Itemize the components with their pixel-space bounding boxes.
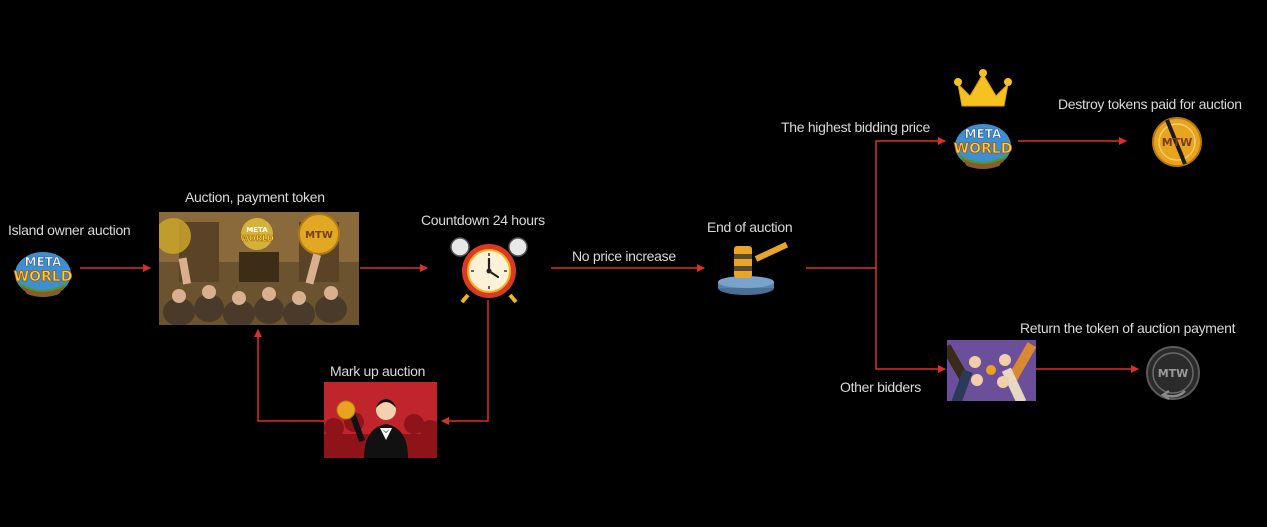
gavel-icon: [718, 242, 789, 295]
svg-text:META: META: [965, 127, 1002, 141]
svg-text:MTW: MTW: [1162, 136, 1193, 149]
svg-text:WORLD: WORLD: [240, 234, 274, 243]
crown-icon: [954, 69, 1012, 107]
metaworld-logo-icon: META WORLD: [13, 252, 73, 297]
auctioneer-image: [324, 382, 437, 458]
label-island-owner: Island owner auction: [8, 222, 131, 238]
burning-coin-icon: MTW: [1152, 117, 1202, 167]
return-token-icon: MTW: [1146, 346, 1200, 401]
label-mark-up: Mark up auction: [330, 363, 426, 379]
bidding-hands-image: [947, 340, 1036, 401]
svg-text:WORLD: WORLD: [14, 269, 73, 285]
svg-text:MTW: MTW: [305, 230, 333, 241]
label-auction-payment: Auction, payment token: [185, 189, 325, 205]
svg-text:WORLD: WORLD: [954, 141, 1013, 157]
label-other-bidders: Other bidders: [840, 379, 921, 395]
svg-text:MTW: MTW: [1158, 367, 1189, 380]
label-highest-bid: The highest bidding price: [781, 119, 930, 135]
arrow-end-to-highest: [806, 137, 946, 269]
alarm-clock-icon: [450, 237, 528, 303]
svg-text:META: META: [25, 255, 62, 269]
label-end-of-auction: End of auction: [707, 219, 793, 235]
metaworld-winner-logo-icon: META WORLD: [953, 124, 1013, 169]
label-countdown: Countdown 24 hours: [421, 212, 545, 228]
label-no-price-increase: No price increase: [572, 248, 676, 264]
label-destroy-tokens: Destroy tokens paid for auction: [1058, 96, 1242, 112]
label-return-token: Return the token of auction payment: [1020, 320, 1236, 336]
svg-text:META: META: [246, 226, 268, 234]
auction-hall-image: META WORLD MTW: [159, 212, 359, 325]
arrow-end-to-other: [875, 268, 946, 373]
arrow-countdown-to-markup: [441, 300, 489, 425]
arrow-markup-to-auction: [254, 329, 324, 422]
